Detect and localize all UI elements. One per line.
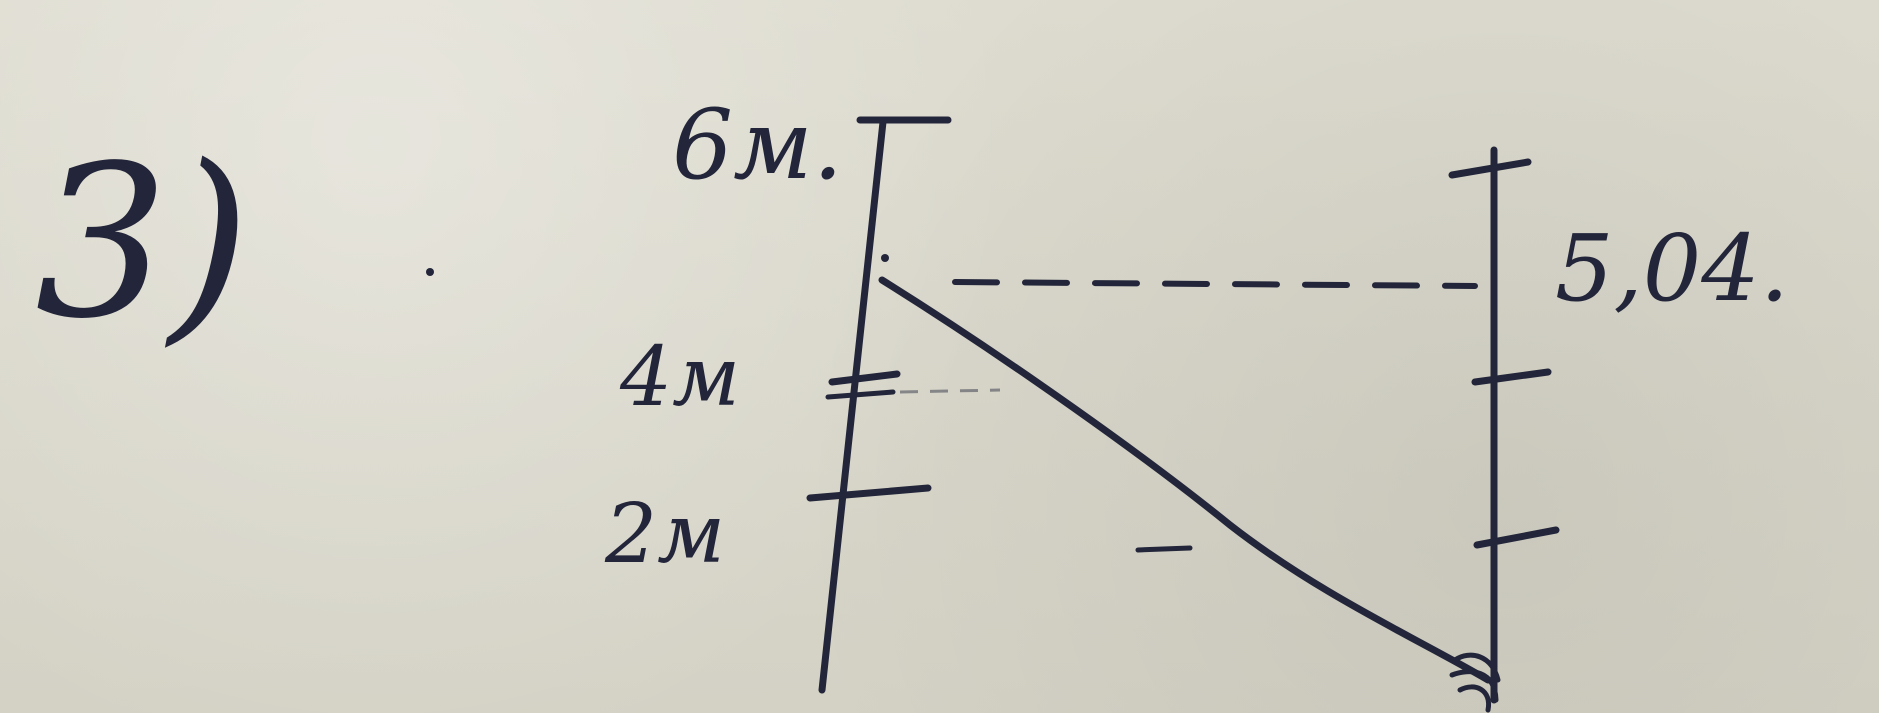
- stray-dot-2: [881, 254, 889, 262]
- left-label-2m: 2м: [604, 487, 725, 582]
- right-pole-tick-1: [1471, 368, 1552, 386]
- small-mark: [1135, 545, 1193, 553]
- dashed-level-line: [952, 279, 1478, 289]
- left-label-6m: 6м.: [672, 89, 843, 201]
- left-pole-tick-4m-double: [825, 389, 896, 400]
- left-pole: [806, 116, 952, 694]
- problem-number: 3): [35, 120, 251, 365]
- left-pole-shaft: [818, 118, 887, 694]
- faint-dash-near-4m: [899, 388, 1001, 394]
- right-pole: [1448, 146, 1560, 704]
- right-label-5-04: 5,04.: [1555, 215, 1789, 322]
- right-pole-top-cap: [1448, 158, 1532, 179]
- slanted-line: [878, 276, 1492, 684]
- left-pole-tick-2m: [806, 484, 932, 502]
- left-pole-tick-4m: [828, 370, 901, 386]
- stray-dot-1: [426, 268, 434, 276]
- left-label-4m: 4м: [619, 330, 740, 425]
- base-scribble: [1449, 652, 1501, 713]
- right-pole-tick-2: [1473, 526, 1560, 549]
